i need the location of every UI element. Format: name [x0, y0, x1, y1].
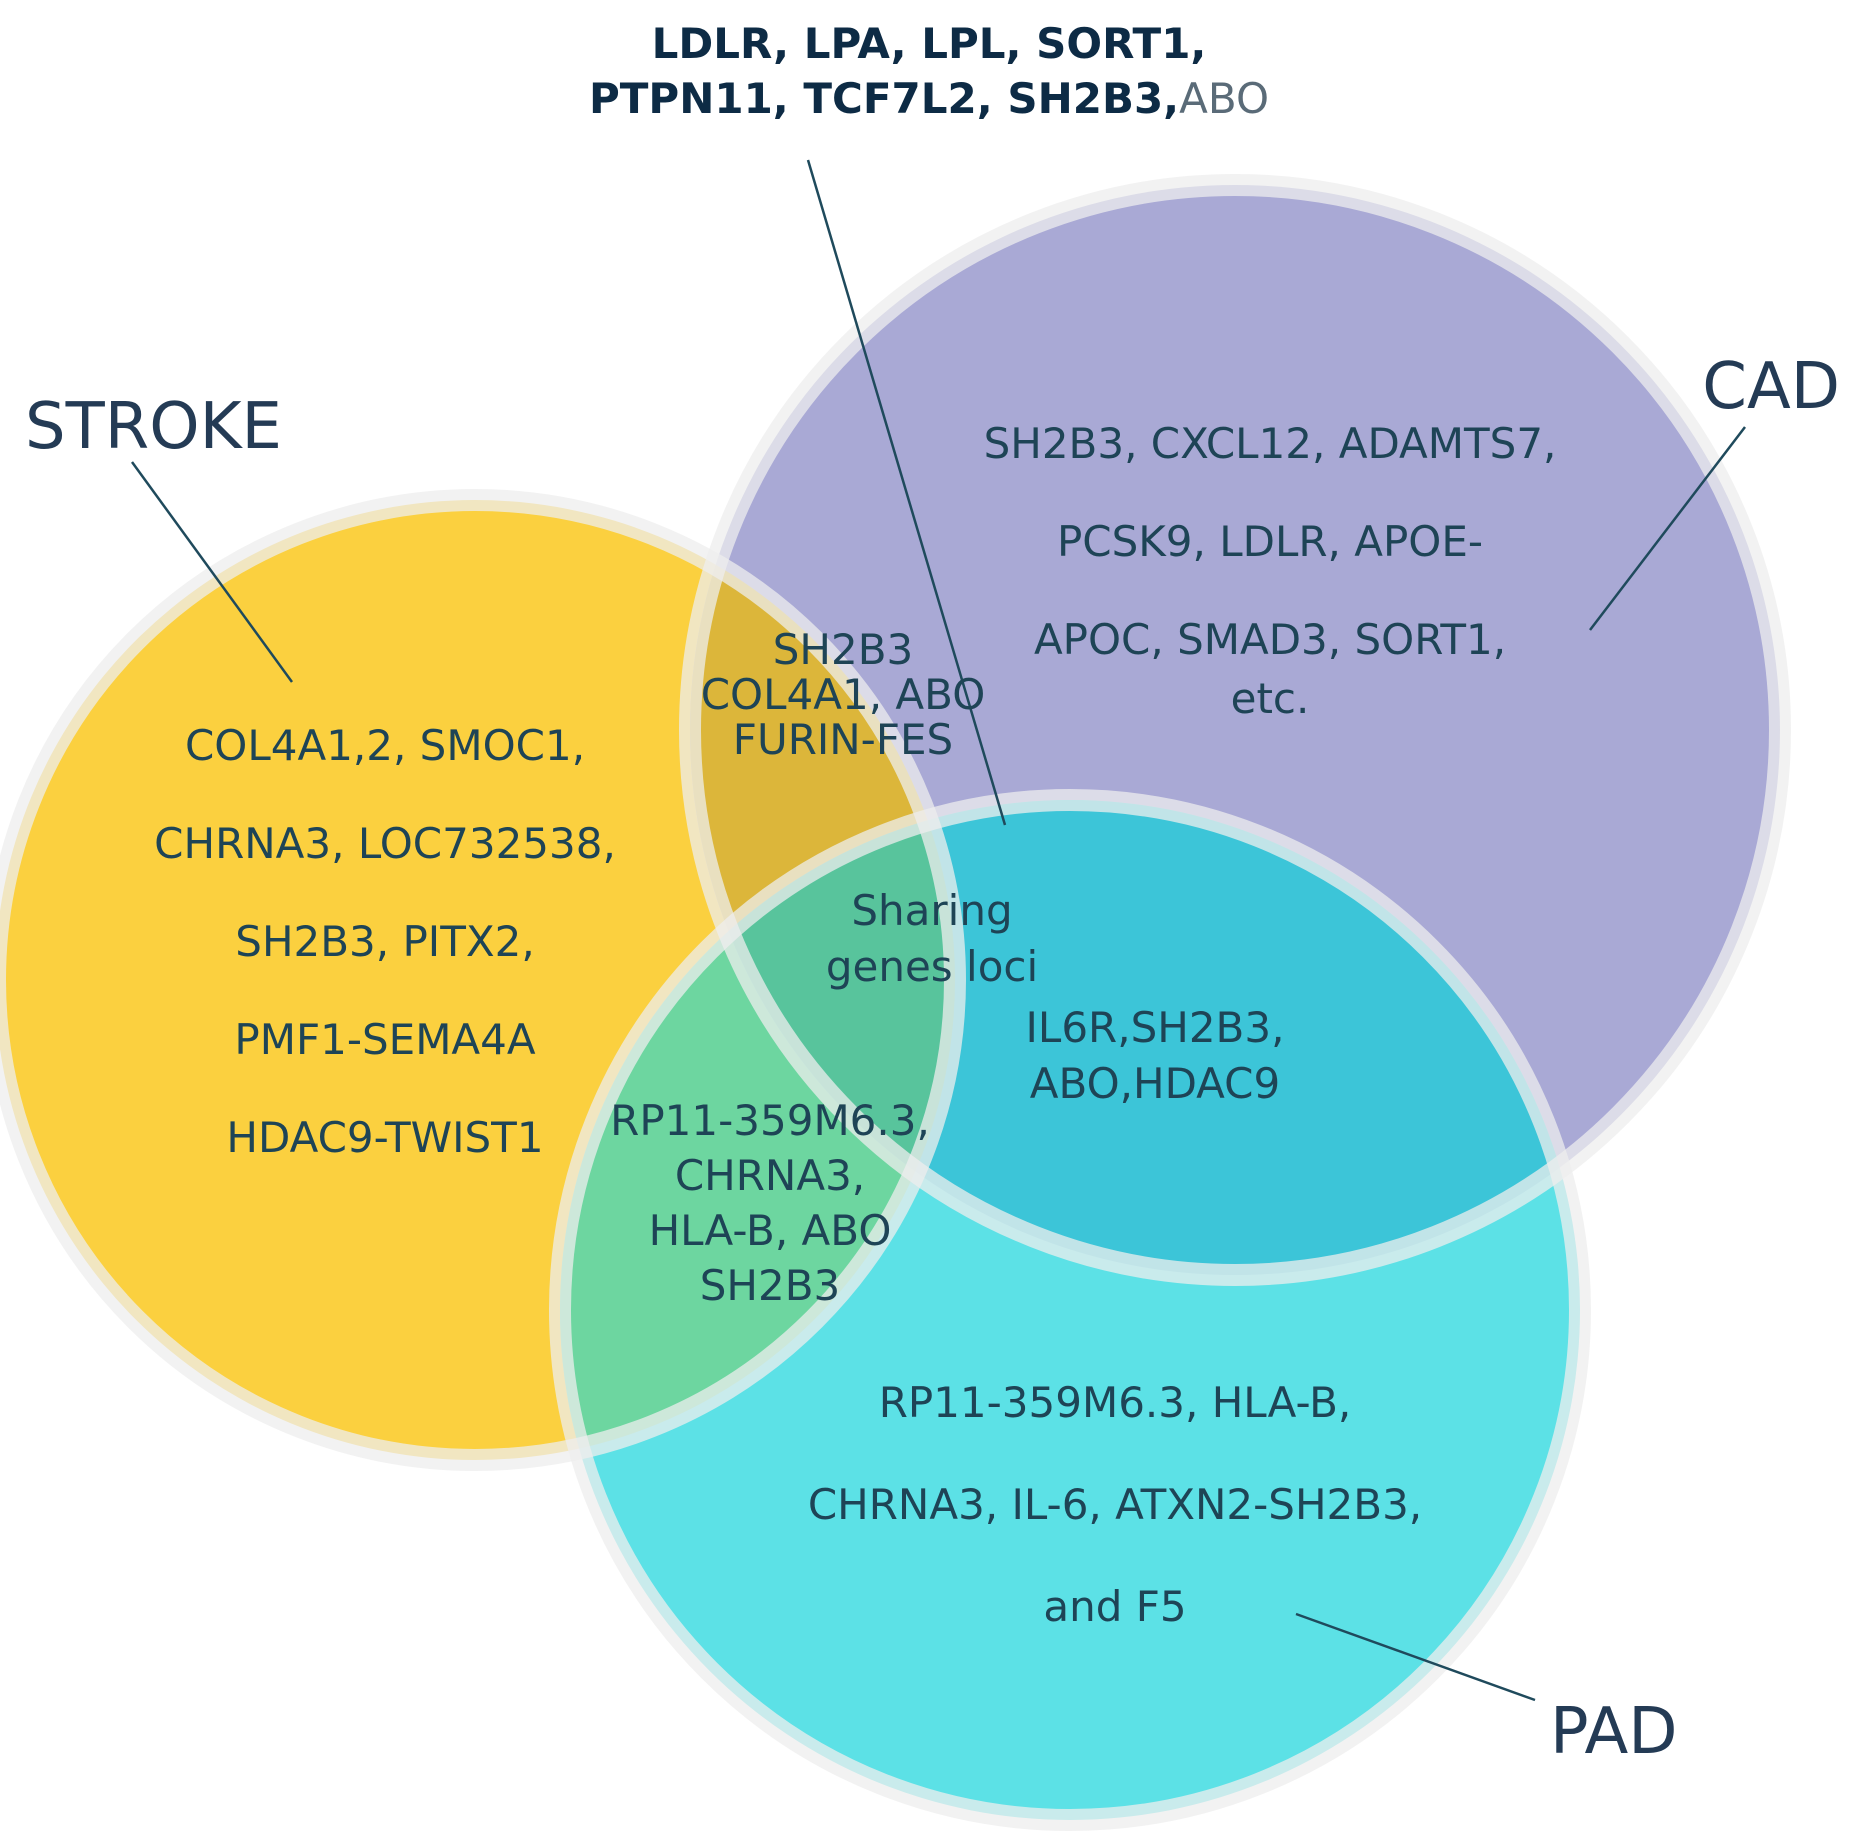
- stroke-only-gene-line: COL4A1,2, SMOC1,: [185, 721, 585, 770]
- stroke-only-gene-line: CHRNA3, LOC732538,: [154, 819, 616, 868]
- stroke-pad-gene-line: SH2B3: [700, 1261, 841, 1310]
- pad-label: PAD: [1550, 1695, 1678, 1769]
- stroke-pad-gene-line: CHRNA3,: [675, 1151, 865, 1200]
- stroke-pad-gene-line: RP11-359M6.3,: [610, 1096, 930, 1145]
- stroke-leader-line: [130, 461, 294, 683]
- stroke-pad-genes: RP11-359M6.3, CHRNA3, HLA-B, ABO SH2B3: [610, 1096, 930, 1310]
- stroke-only-gene-line: PMF1-SEMA4A: [234, 1015, 535, 1064]
- center-overlap: [690, 800, 955, 1275]
- cad-only-genes: SH2B3, CXCL12, ADAMTS7, PCSK9, LDLR, APOE…: [984, 419, 1557, 723]
- cad-ring: [679, 174, 1791, 1286]
- center-genes: Sharing genes loci: [826, 886, 1038, 991]
- pad-ring: [549, 789, 1591, 1831]
- stroke-cad-gene-line: SH2B3: [773, 625, 914, 674]
- stroke-ring: [0, 489, 966, 1471]
- cad-pad-gene-line: IL6R,SH2B3,: [1026, 1003, 1285, 1052]
- cad-only-gene-line: SH2B3, CXCL12, ADAMTS7,: [984, 419, 1557, 468]
- cad-only-gene-line: APOC, SMAD3, SORT1,: [1034, 615, 1506, 664]
- stroke-only-gene-line: SH2B3, PITX2,: [235, 917, 534, 966]
- cad-pad-genes: IL6R,SH2B3, ABO,HDAC9: [1026, 1003, 1285, 1108]
- shared-leader-line: [806, 159, 1007, 826]
- cad-only-gene-line: PCSK9, LDLR, APOE-: [1057, 517, 1483, 566]
- pad-only-gene-line: RP11-359M6.3, HLA-B,: [879, 1378, 1352, 1427]
- stroke-cad-gene-line: COL4A1, ABO: [701, 670, 986, 719]
- center-gene-line: genes loci: [826, 942, 1038, 991]
- stroke-pad-gene-line: HLA-B, ABO: [649, 1206, 892, 1255]
- pad-only-gene-line: CHRNA3, IL-6, ATXN2-SH2B3,: [808, 1480, 1422, 1529]
- cad-only-gene-line: etc.: [1231, 674, 1310, 723]
- cad-label: CAD: [1702, 350, 1840, 424]
- pad-only-gene-line: and F5: [1043, 1582, 1186, 1631]
- shared-genes-line-1: LDLR, LPA, LPL, SORT1,: [652, 19, 1207, 68]
- cad-pad-gene-line: ABO,HDAC9: [1030, 1059, 1280, 1108]
- cad-leader-line: [1589, 426, 1746, 631]
- stroke-cad-gene-line: FURIN-FES: [733, 715, 953, 764]
- stroke-only-genes: COL4A1,2, SMOC1, CHRNA3, LOC732538, SH2B3,…: [154, 721, 616, 1162]
- pad-only-genes: RP11-359M6.3, HLA-B, CHRNA3, IL-6, ATXN2-…: [808, 1378, 1422, 1631]
- stroke-label: STROKE: [25, 390, 282, 464]
- stroke-only-gene-line: HDAC9-TWIST1: [226, 1113, 543, 1162]
- center-gene-line: Sharing: [851, 886, 1012, 935]
- shared-genes-line-2: PTPN11, TCF7L2, SH2B3,ABO: [589, 74, 1269, 123]
- pad-leader-line: [1295, 1612, 1536, 1702]
